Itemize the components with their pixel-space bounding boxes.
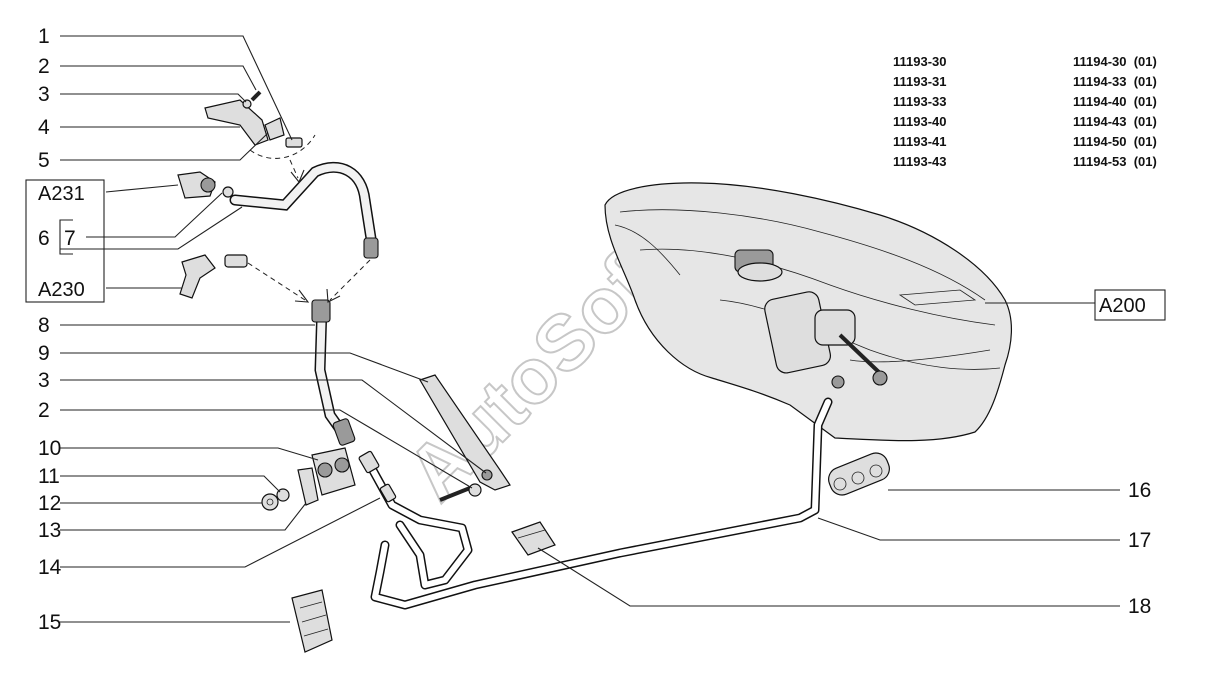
fuel-hose-upper[interactable] (229, 161, 379, 259)
clip-18[interactable] (511, 521, 556, 556)
bolt-2-lower[interactable] (439, 483, 482, 502)
callout-9: 9 (38, 342, 50, 365)
bolt-1[interactable] (285, 137, 303, 148)
nut-12[interactable] (261, 493, 279, 511)
reference-box-a231-a230 (25, 179, 105, 303)
model-code: 11193-40 (893, 114, 947, 129)
model-code: 11193-33 (893, 94, 947, 109)
model-code: 11193-30 (893, 54, 947, 69)
callout-5: 5 (38, 149, 50, 172)
bracket-13[interactable] (297, 467, 319, 506)
model-code: 11194-30 (01) (1073, 54, 1157, 69)
clip-5[interactable] (264, 117, 285, 141)
callout-2-lower: 2 (38, 399, 50, 422)
callout-4: 4 (38, 116, 50, 139)
leader-lines (60, 35, 1120, 623)
reference-a200: A200 (1099, 295, 1146, 317)
fitting-a231[interactable] (177, 171, 234, 199)
callout-6: 6 (38, 227, 50, 250)
callout-1: 1 (38, 25, 50, 48)
model-codes-right: 11194-30 (01) 11194-33 (01) 11194-40 (01… (1073, 54, 1157, 169)
model-code: 11194-43 (01) (1073, 114, 1157, 129)
fuel-pipe-17[interactable] (370, 397, 833, 610)
callout-7: 7 (64, 227, 76, 250)
callout-8: 8 (38, 314, 50, 337)
model-code: 11194-50 (01) (1073, 134, 1157, 149)
callout-3-lower: 3 (38, 369, 50, 392)
connector-14[interactable] (358, 450, 397, 503)
callout-11: 11 (38, 465, 60, 488)
callout-12: 12 (38, 492, 61, 515)
valve-a230[interactable] (179, 254, 248, 299)
assembly-arrows (247, 159, 371, 303)
callout-15: 15 (38, 611, 61, 634)
bracket-9[interactable] (419, 374, 511, 491)
callout-14: 14 (38, 556, 62, 579)
callout-10: 10 (38, 437, 61, 460)
callout-16: 16 (1128, 479, 1151, 502)
model-code: 11193-43 (893, 154, 947, 169)
bracket-4[interactable] (204, 99, 269, 146)
reference-a231: A231 (38, 183, 85, 205)
assembly-arc (249, 134, 316, 159)
fuel-pipe-14[interactable] (365, 460, 473, 590)
holder-16[interactable] (825, 449, 893, 498)
model-code: 11194-33 (01) (1073, 74, 1157, 89)
screw-2-upper[interactable] (250, 90, 262, 102)
model-code: 11193-31 (893, 74, 947, 89)
callout-13: 13 (38, 519, 61, 542)
model-code: 11194-40 (01) (1073, 94, 1157, 109)
callout-3: 3 (38, 83, 50, 106)
callout-18: 18 (1128, 595, 1151, 618)
washer-3-upper[interactable] (242, 99, 252, 109)
callout-17: 17 (1128, 529, 1151, 552)
clip-15[interactable] (291, 589, 333, 653)
reference-a230: A230 (38, 279, 85, 301)
fuel-tank[interactable] (604, 182, 1013, 442)
model-code: 11193-41 (893, 134, 947, 149)
bracket-6-7 (59, 219, 73, 255)
fuel-hose-8[interactable] (311, 299, 356, 446)
clamp-10[interactable] (311, 447, 356, 496)
model-codes-left: 11193-30 11193-31 11193-33 11193-40 1119… (893, 54, 947, 169)
callout-2: 2 (38, 55, 50, 78)
reference-box-a200 (1094, 289, 1166, 321)
model-code: 11194-53 (01) (1073, 154, 1157, 169)
